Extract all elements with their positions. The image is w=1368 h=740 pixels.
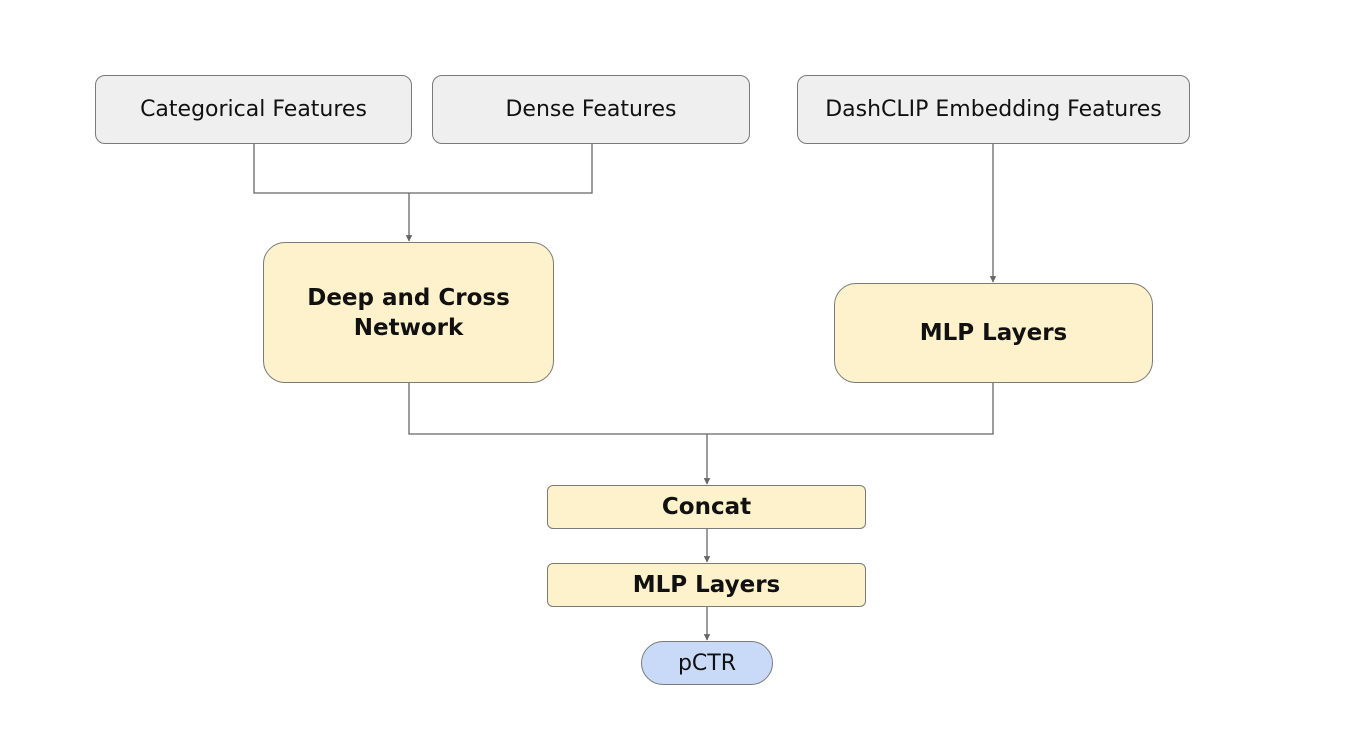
pctr-output-node: pCTR: [641, 641, 773, 685]
concat-node: Concat: [547, 485, 866, 529]
edge-branches-merge: [408, 383, 994, 435]
edge-categorical-to-merge: [253, 144, 593, 194]
categorical-features-node: Categorical Features: [95, 75, 412, 144]
dashclip-embedding-features-node: DashCLIP Embedding Features: [797, 75, 1190, 144]
dashclip-embedding-features-label: DashCLIP Embedding Features: [825, 97, 1162, 122]
pctr-output-label: pCTR: [677, 650, 737, 676]
mlp-layers-head-label: MLP Layers: [632, 572, 781, 598]
deep-and-cross-network-label: Deep and Cross Network: [307, 284, 510, 341]
categorical-features-label: Categorical Features: [140, 97, 367, 122]
dense-features-label: Dense Features: [505, 97, 677, 122]
deep-and-cross-network-node: Deep and Cross Network: [263, 242, 554, 383]
concat-label: Concat: [661, 494, 752, 520]
mlp-layers-branch-label: MLP Layers: [919, 320, 1068, 346]
dense-features-node: Dense Features: [432, 75, 750, 144]
mlp-layers-branch-node: MLP Layers: [834, 283, 1153, 383]
mlp-layers-head-node: MLP Layers: [547, 563, 866, 607]
